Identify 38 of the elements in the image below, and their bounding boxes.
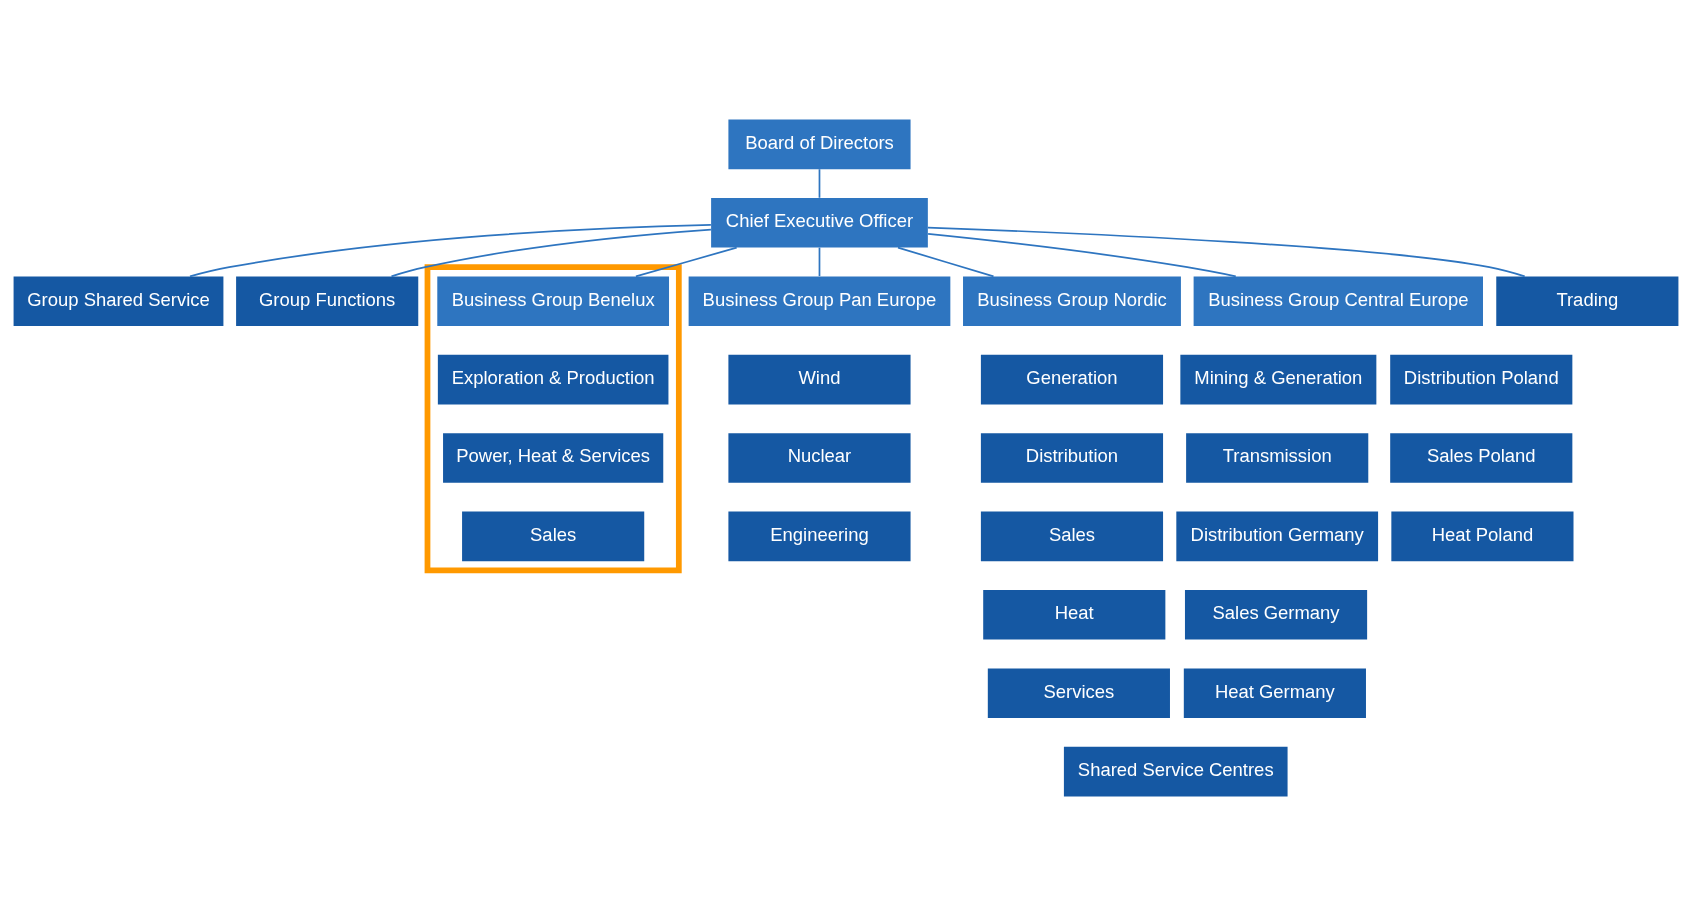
connector [189,223,712,277]
node-box: Sales Poland [1390,432,1573,483]
connector [818,167,821,199]
node-box: Services [987,667,1170,718]
node-box: Chief Executive Officer [711,197,928,248]
node-box: Trading [1496,275,1679,326]
node-box: Engineering [728,511,911,561]
node-box: Heat Germany [1183,667,1366,718]
node-box: Sales Germany [1184,589,1368,640]
node-box: Nuclear [728,432,911,483]
node-box: Transmission [1186,432,1369,483]
node-box: Power, Heat & Services [443,432,664,483]
connector [927,226,1526,277]
node-box: Mining & Generation [1180,354,1377,404]
node-box: Group Functions [236,275,419,326]
node-box: Group Shared Service [13,275,224,326]
connector [635,246,738,277]
node-box: Heat [983,589,1166,640]
node-box: Heat Poland [1391,511,1574,561]
node-box: Business Group Central Europe [1193,275,1483,326]
connector [818,246,821,277]
connector [390,228,712,277]
node-box: Business Group Benelux [437,275,669,326]
node-box: Business Group Nordic [963,275,1181,326]
node-box: Sales [462,511,645,561]
node-box: Board of Directors [728,119,911,169]
node-box: Wind [728,354,911,404]
cluster [424,263,682,573]
node-box: Exploration & Production [437,354,669,404]
node-box: Shared Service Centres [1063,746,1288,796]
node-box: Sales [980,511,1164,561]
node-box: Generation [980,354,1164,404]
node-box: Distribution [980,432,1164,483]
node-box: Distribution Poland [1390,354,1573,404]
connector [927,232,1237,277]
node-box: Business Group Pan Europe [688,275,951,326]
connector [897,246,995,277]
node-box: Distribution Germany [1176,511,1379,561]
